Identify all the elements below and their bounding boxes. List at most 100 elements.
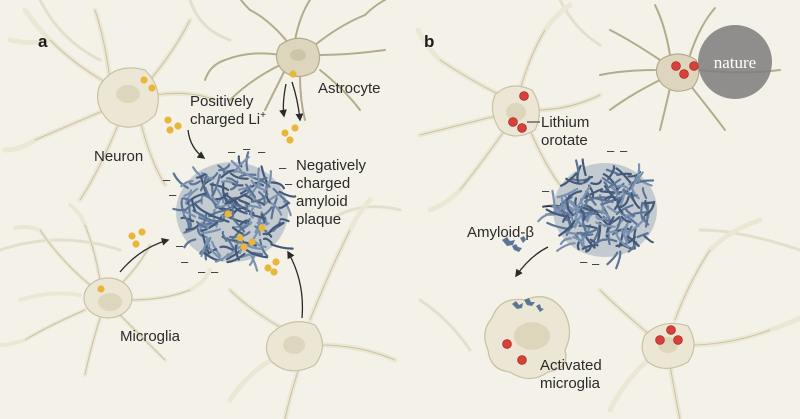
plaque-fiber (575, 159, 580, 174)
plaque-fiber (183, 189, 193, 197)
plaque-fiber (220, 180, 233, 184)
plaque-label-line4: plaque (296, 211, 341, 228)
plaque-fiber (186, 192, 206, 205)
lithium-orotate-particle (517, 355, 527, 365)
plaque-fiber (245, 151, 250, 172)
li-ion (128, 232, 136, 240)
plaque-fiber (630, 192, 641, 209)
plaque-fiber (262, 232, 273, 238)
plaque-fiber (259, 179, 271, 188)
plaque-fiber (262, 237, 273, 244)
charge-mark: – (243, 141, 251, 156)
plaque-fiber (196, 228, 208, 238)
plaque-fiber (269, 221, 285, 233)
li-ion (264, 264, 272, 272)
arrows-a (119, 81, 304, 319)
plaque-fiber (615, 204, 634, 216)
charge-mark: – (176, 238, 184, 253)
plaque-fiber (603, 185, 617, 201)
plaque-fiber (225, 250, 241, 261)
neuron-a (2, 7, 218, 203)
neuron-b (415, 2, 603, 213)
plaque-fiber (226, 237, 236, 251)
plaque-fiber (229, 172, 249, 180)
charges-b: – – – – – – (542, 143, 628, 271)
plaque-fiber (582, 188, 604, 200)
plaque-fiber (270, 243, 294, 250)
plaque-fiber (636, 232, 649, 239)
arrow-neuron-lower (287, 250, 304, 319)
plaque-fiber (576, 227, 599, 235)
plaque-fiber (627, 235, 640, 248)
charge-mark: – (169, 187, 177, 202)
arrow-microglia (119, 237, 170, 273)
li-ion (272, 258, 280, 266)
plaque-fiber (599, 190, 623, 194)
plaque-fiber (581, 233, 594, 237)
li-ion (281, 129, 289, 137)
plaque-fiber (200, 237, 211, 258)
charge-mark: – (279, 160, 287, 175)
plaque-fiber (606, 205, 618, 214)
plaque-fiber (214, 252, 230, 263)
li-ion (236, 234, 244, 242)
charge-mark: – (163, 172, 171, 187)
plaque-fiber (210, 240, 222, 257)
plaque-fiber (565, 177, 583, 185)
plaque-fiber (611, 216, 622, 236)
plaque-fiber (556, 206, 571, 216)
plaque-fiber (195, 221, 207, 229)
plaque-fiber (206, 172, 219, 182)
charge-mark: – (181, 254, 189, 269)
plaque-fiber (558, 220, 576, 237)
lithium-label-line2: orotate (541, 132, 588, 149)
charge-mark: – (211, 264, 219, 279)
plaque-fiber (203, 194, 218, 209)
plaque-fiber (581, 214, 588, 235)
plaque-fiber (204, 186, 211, 199)
plaque-fiber (270, 197, 278, 220)
lithium-orotate-particle (655, 335, 665, 345)
arrow-amyloid-to-microglia (515, 246, 549, 278)
plaque-fiber (263, 170, 272, 193)
charge-mark: – (198, 264, 206, 279)
plaque-fiber (254, 240, 267, 248)
plaque-fiber (606, 251, 619, 266)
astrocyte-label: Astrocyte (318, 80, 381, 97)
plaque-fiber (586, 190, 597, 206)
plaque-fiber (189, 180, 201, 186)
li-ion (97, 285, 105, 293)
li-ion (240, 243, 248, 251)
charge-mark: – (258, 144, 266, 159)
plaque-fiber (620, 215, 632, 224)
plaque-fiber (278, 202, 290, 210)
plaque-fiber (268, 200, 283, 216)
lithium-orotate-particle (519, 91, 529, 101)
charge-mark: – (285, 176, 293, 191)
lithium-orotate-particle (517, 123, 527, 133)
plaque-fiber (279, 217, 290, 223)
plaque-fiber (226, 252, 246, 264)
plaque-fiber (624, 207, 636, 217)
plaque-label-line1: Negatively (296, 157, 367, 174)
plaque-fiber (191, 198, 197, 213)
plaque-fiber (182, 210, 197, 218)
plaque-fiber (270, 181, 285, 190)
panel-b: nature (415, 0, 800, 419)
plaque-fiber (617, 184, 630, 192)
plaque-fiber (212, 173, 221, 195)
plaque-fiber (231, 226, 244, 235)
plaque-fiber (606, 178, 622, 190)
plaque-fiber (579, 184, 592, 204)
astrocyte-a (204, 0, 386, 121)
arrow-li-to-plaque (187, 129, 206, 159)
amyloid-plaque-a (172, 151, 297, 272)
microglia-a (0, 203, 212, 377)
plaque-fiber (180, 179, 194, 188)
amyloid-plaque-b (537, 158, 657, 270)
plaque-fiber (172, 172, 189, 190)
plaque-fiber (595, 215, 608, 221)
plaque-fiber (569, 207, 576, 227)
panel-a: – – – – – – – – – – – a Astrocyte Positi… (0, 0, 402, 419)
